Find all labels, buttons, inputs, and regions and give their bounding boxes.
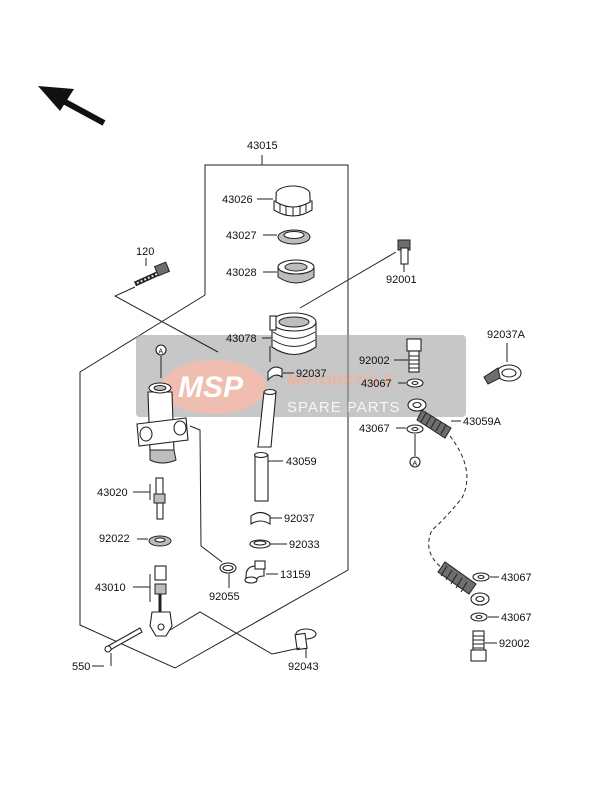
brake-hose-banjo-bottom [437,561,490,606]
banjo-bolt-top [406,338,422,373]
label-92002-top: 92002 [359,355,390,367]
label-92037-mid: 92037 [284,513,315,525]
label-43028: 43028 [226,267,257,279]
mounting-bolt [133,261,171,287]
circlip [249,539,271,549]
watermark-logo: MSP [178,371,244,404]
label-43067-3: 43067 [501,572,532,584]
brake-hose [428,435,468,569]
hose-clamp-92037a [483,364,522,385]
label-550: 550 [72,661,90,673]
label-13159: 13159 [280,569,311,581]
label-43078: 43078 [226,333,257,345]
diaphragm [277,259,315,284]
part-labels: 43015 43026 43027 43028 120 92001 43078 … [72,140,532,673]
label-43067-1: 43067 [361,378,392,390]
label-43067-4: 43067 [501,612,532,624]
joint-pin [294,628,317,651]
copper-washer-4 [470,612,488,622]
elbow-fitting [244,560,266,584]
label-120: 120 [136,246,154,258]
label-43059a: 43059A [463,416,502,428]
copper-washer-3 [472,572,490,582]
reservoir-cap [273,185,313,217]
master-cylinder-body [136,382,189,464]
label-43026: 43026 [222,194,253,206]
ref-marker-a-right: A [409,456,421,468]
label-92043: 92043 [288,661,319,673]
diaphragm-plate [277,229,311,245]
label-92002-bottom: 92002 [499,638,530,650]
hose-clamp-top [267,366,283,382]
o-ring [219,562,237,574]
label-92022: 92022 [99,533,130,545]
brake-hose-banjo-top [407,398,452,439]
label-92001: 92001 [386,274,417,286]
reservoir-hose-short [257,388,277,448]
watermark-line2: SPARE PARTS [287,399,401,416]
washer-92022 [148,535,172,547]
assembly-outline [79,155,349,669]
label-92033: 92033 [289,539,320,551]
watermark: MSP MOTORCYCLE SPARE PARTS [136,335,466,417]
label-43027: 43027 [226,230,257,242]
push-rod [149,565,173,637]
direction-arrow-icon [38,86,106,126]
copper-washer-2 [406,424,424,434]
banjo-bolt-bottom [470,630,487,662]
label-43020: 43020 [97,487,128,499]
label-43010: 43010 [95,582,126,594]
label-92055: 92055 [209,591,240,603]
reservoir-bolt [397,239,411,265]
hose-clamp-mid [250,511,271,526]
piston-spring [153,477,166,520]
reservoir-hose [253,451,269,502]
watermark-line1: MOTORCYCLE [287,372,393,389]
ref-marker-a-left: A [155,344,167,356]
ref-marker-a-left-label: A [159,349,164,356]
label-43059: 43059 [286,456,317,468]
label-92037-top: 92037 [296,368,327,380]
fluid-reservoir [269,312,317,356]
label-43067-2: 43067 [359,423,390,435]
cotter-pin [104,627,143,653]
label-92037a: 92037A [487,329,526,341]
copper-washer-1 [406,378,424,388]
label-43015: 43015 [247,140,278,152]
ref-marker-a-right-label: A [413,461,418,468]
